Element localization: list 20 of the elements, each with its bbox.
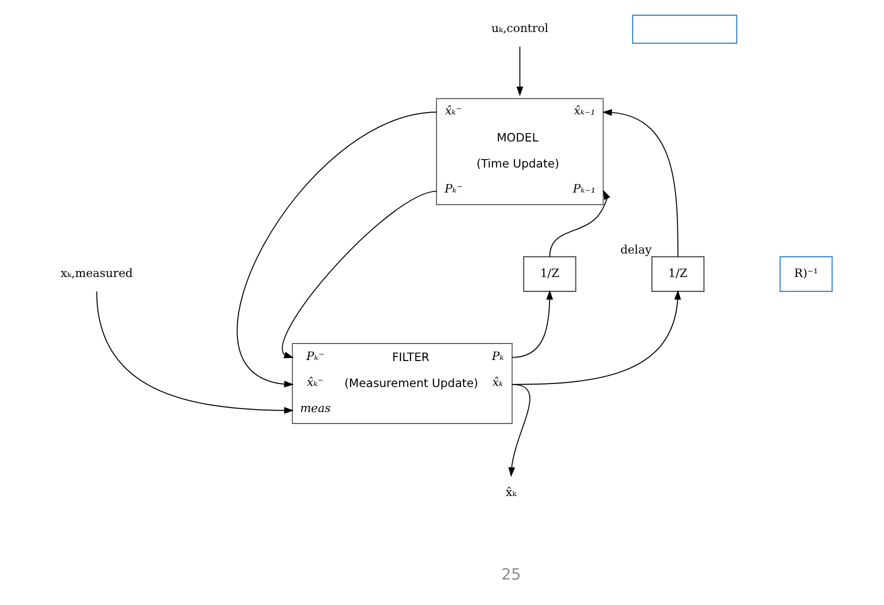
node-box: 1/Z [650,256,704,292]
arrow [516,46,523,96]
node-label: delay [620,242,652,256]
node-text: x̂ₖ [505,484,516,499]
arrow [511,290,681,385]
node-text: uₖ,control [490,21,548,36]
arrow [602,109,678,258]
label: 25 [500,565,520,584]
node-text: xₖ,measured [60,266,132,280]
node-box [632,14,737,44]
node-box: R)⁻¹ [779,256,832,292]
arrow [96,290,294,414]
arrow [548,190,610,258]
node-box: Pₖ⁻ FILTER Pₖ x̂ₖ⁻ (Measurement Update) x̂ₖ meas [291,342,512,424]
arrow [281,190,437,358]
node-box: x̂ₖ⁻ x̂ₖ₋₁ MODEL (Time Update) Pₖ⁻ Pₖ₋₁ [436,98,604,206]
arrow [236,112,437,388]
arrow [511,290,553,358]
arrow [508,384,530,477]
node-box: 1/Z [522,256,576,292]
